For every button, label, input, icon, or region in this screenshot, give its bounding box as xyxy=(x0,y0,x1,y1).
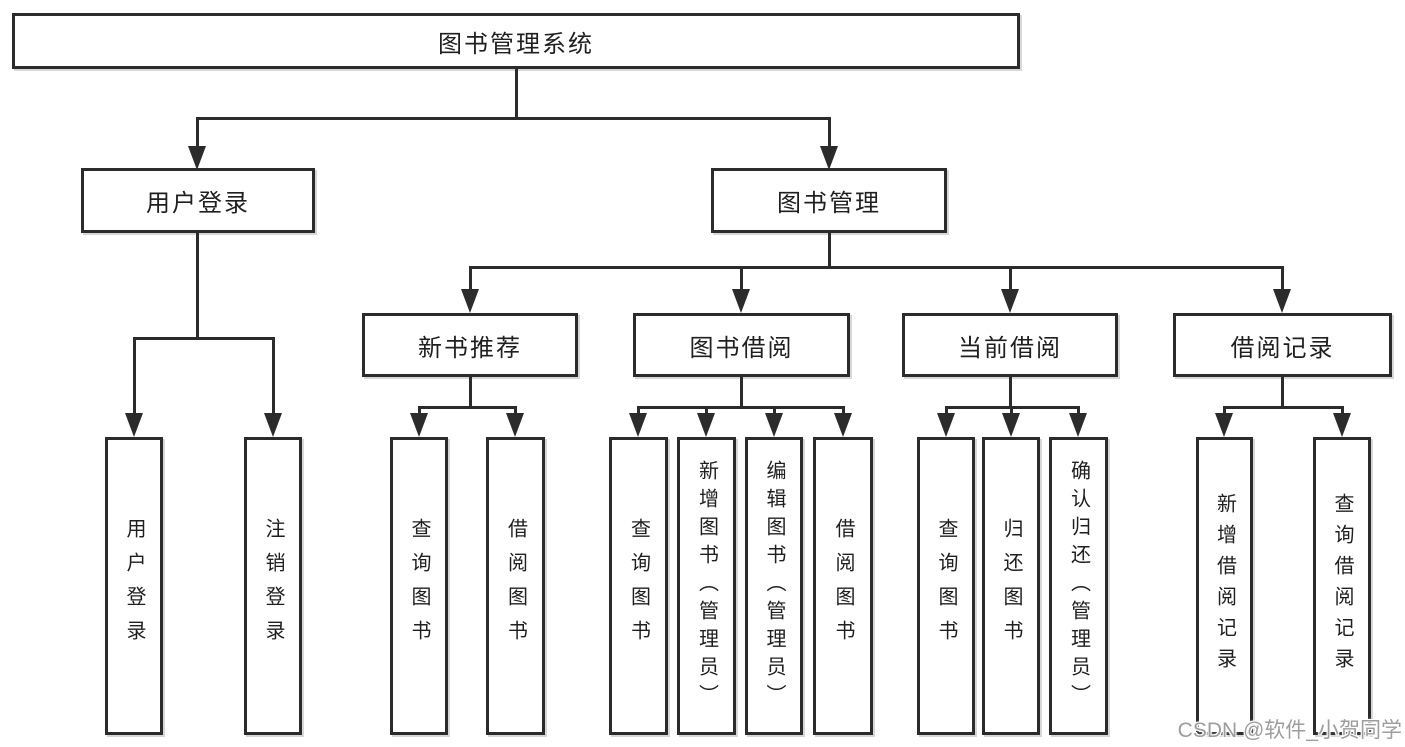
arrow-down-icon xyxy=(410,413,428,437)
connector-line xyxy=(418,406,421,416)
node-book-management: 图书管理 xyxy=(711,168,947,233)
connector-line xyxy=(637,406,640,416)
leaf-query-books-3: 查询图书 xyxy=(917,437,975,735)
arrow-down-icon xyxy=(732,289,750,313)
connector-line xyxy=(1223,406,1226,416)
connector-line xyxy=(1341,406,1344,416)
connector-line xyxy=(469,266,472,291)
leaf-query-books-1: 查询图书 xyxy=(390,437,448,735)
connector-line xyxy=(1009,266,1012,291)
node-borrow-record-label: 借阅记录 xyxy=(1230,334,1335,362)
leaf-return-books: 归还图书 xyxy=(982,437,1040,735)
leaf-edit-books-admin-label: 编辑图书（管理员） xyxy=(763,460,785,712)
connector-line xyxy=(196,233,199,340)
arrow-down-icon xyxy=(834,413,852,437)
node-new-book-recommend: 新书推荐 xyxy=(362,313,578,377)
node-current-borrow-label: 当前借阅 xyxy=(958,334,1062,362)
connector-line xyxy=(1281,266,1284,291)
arrow-down-icon xyxy=(1333,413,1351,437)
node-user-login-label: 用户登录 xyxy=(146,190,250,217)
leaf-add-borrow-record-label: 新增借阅记录 xyxy=(1213,493,1236,679)
leaf-query-books-2-label: 查询图书 xyxy=(627,518,650,654)
connector-line xyxy=(418,406,517,409)
arrow-down-icon xyxy=(506,413,524,437)
arrow-down-icon xyxy=(1002,413,1020,437)
connector-line xyxy=(945,406,948,416)
connector-line xyxy=(469,266,1284,269)
arrow-down-icon xyxy=(1273,289,1291,313)
leaf-query-books-3-label: 查询图书 xyxy=(935,518,957,654)
node-borrow-record: 借阅记录 xyxy=(1173,313,1392,377)
connector-line xyxy=(272,337,275,415)
connector-line xyxy=(828,117,831,148)
node-book-borrow: 图书借阅 xyxy=(633,313,850,377)
arrow-down-icon xyxy=(1069,413,1087,437)
leaf-add-borrow-record: 新增借阅记录 xyxy=(1196,437,1253,735)
leaf-logout-login: 注销登录 xyxy=(244,437,302,735)
leaf-confirm-return-admin-label: 确认归还（管理员） xyxy=(1067,460,1090,712)
connector-line xyxy=(1281,377,1284,409)
connector-line xyxy=(196,117,831,120)
connector-line xyxy=(469,377,472,409)
connector-line xyxy=(740,266,743,291)
leaf-borrow-books-1: 借阅图书 xyxy=(486,437,545,735)
arrow-down-icon xyxy=(697,413,715,437)
leaf-user-login: 用户登录 xyxy=(105,437,163,735)
arrow-down-icon xyxy=(264,413,282,437)
arrow-down-icon xyxy=(1001,289,1019,313)
arrow-down-icon xyxy=(1215,413,1233,437)
node-user-login: 用户登录 xyxy=(81,168,315,233)
leaf-borrow-books-1-label: 借阅图书 xyxy=(504,518,527,654)
connector-line xyxy=(515,68,518,119)
connector-line xyxy=(1223,406,1344,409)
connector-line xyxy=(637,406,845,409)
connector-line xyxy=(1077,406,1080,416)
leaf-edit-books-admin: 编辑图书（管理员） xyxy=(745,437,803,735)
node-root-label: 图书管理系统 xyxy=(438,30,594,58)
arrow-down-icon xyxy=(765,413,783,437)
node-new-book-recommend-label: 新书推荐 xyxy=(418,334,522,362)
arrow-down-icon xyxy=(461,289,479,313)
arrow-down-icon xyxy=(125,413,143,437)
connector-line xyxy=(1010,406,1013,416)
node-book-borrow-label: 图书借阅 xyxy=(689,334,794,362)
connector-line xyxy=(740,377,743,409)
leaf-return-books-label: 归还图书 xyxy=(1000,518,1022,654)
leaf-logout-login-label: 注销登录 xyxy=(262,518,284,654)
connector-line xyxy=(842,406,845,416)
connector-line xyxy=(828,233,831,269)
leaf-add-books-admin-label: 新增图书（管理员） xyxy=(695,460,718,712)
connector-line xyxy=(773,406,776,416)
arrow-down-icon xyxy=(937,413,955,437)
leaf-query-books-2: 查询图书 xyxy=(609,437,668,735)
leaf-confirm-return-admin: 确认归还（管理员） xyxy=(1049,437,1108,735)
arrow-down-icon xyxy=(188,146,206,170)
leaf-query-borrow-record: 查询借阅记录 xyxy=(1313,437,1371,735)
node-book-management-label: 图书管理 xyxy=(777,190,881,217)
connector-line xyxy=(133,337,136,415)
arrow-down-icon xyxy=(820,146,838,170)
connector-line xyxy=(196,117,199,148)
connector-line xyxy=(514,406,517,416)
connector-line xyxy=(705,406,708,416)
leaf-user-login-label: 用户登录 xyxy=(123,518,145,654)
leaf-borrow-books-2: 借阅图书 xyxy=(813,437,873,735)
node-root: 图书管理系统 xyxy=(12,13,1020,69)
leaf-query-books-1-label: 查询图书 xyxy=(408,518,430,654)
leaf-add-books-admin: 新增图书（管理员） xyxy=(677,437,736,735)
connector-line xyxy=(1009,377,1012,409)
arrow-down-icon xyxy=(629,413,647,437)
leaf-query-borrow-record-label: 查询借阅记录 xyxy=(1331,493,1353,679)
csdn-watermark: CSDN @软件_小贺同学 xyxy=(1177,719,1402,742)
node-current-borrow: 当前借阅 xyxy=(902,313,1118,377)
connector-line xyxy=(133,337,275,340)
leaf-borrow-books-2-label: 借阅图书 xyxy=(832,518,854,654)
